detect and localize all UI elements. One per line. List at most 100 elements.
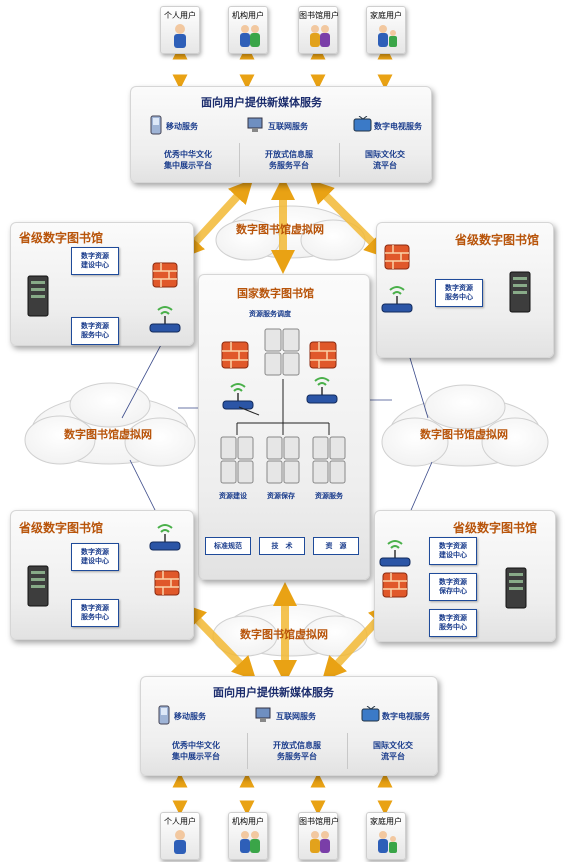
server-icon [509, 271, 531, 313]
cloud-label-right: 数字图书馆虚拟网 [420, 428, 508, 441]
firewall-icon [382, 572, 408, 598]
platform-info-service: 开放式信息服务服务平台 [273, 741, 321, 761]
user-label: 个人用户 [164, 817, 196, 826]
user-library-top: 图书馆用户 [298, 6, 339, 54]
platform-international: 国际文化交流平台 [373, 741, 413, 761]
center-build: 数字资源建设中心 [71, 247, 119, 275]
mobile-phone-icon [150, 115, 162, 135]
resource-button: 资 源 [313, 537, 359, 555]
server-icon [27, 565, 49, 607]
provincial-title: 省级数字图书馆 [453, 521, 538, 535]
computer-icon [255, 707, 271, 722]
wireless-router-icon [379, 540, 411, 567]
dispatch-label: 资源服务调度 [249, 310, 291, 318]
channel-internet: 互联网服务 [268, 122, 308, 131]
user-institution-bottom: 机构用户 [228, 812, 268, 860]
people-icon [240, 25, 260, 47]
person-icon [174, 830, 186, 854]
user-label: 机构用户 [232, 817, 264, 826]
people-icon [310, 831, 330, 853]
provincial-title: 省级数字图书馆 [19, 231, 104, 245]
user-family-bottom: 家庭用户 [366, 812, 406, 860]
computer-icon [247, 117, 263, 132]
cloud-label-bottom: 数字图书馆虚拟网 [240, 628, 328, 641]
user-arrows-top [172, 44, 393, 816]
channel-mobile: 移动服务 [174, 712, 206, 721]
channel-mobile: 移动服务 [166, 122, 198, 131]
people-icon [240, 831, 260, 853]
wireless-router-icon [149, 306, 181, 333]
person-icon [174, 24, 186, 48]
tv-icon [361, 706, 380, 722]
firewall-icon [384, 244, 410, 270]
center-build: 数字资源建设中心 [429, 537, 477, 565]
server-icon [505, 567, 527, 609]
service-title: 面向用户提供新媒体服务 [213, 686, 334, 699]
divider [339, 143, 340, 177]
service-arrows [179, 176, 394, 684]
mobile-phone-icon [158, 705, 170, 725]
center-save: 数字资源保存中心 [429, 573, 477, 601]
storage-servers-icon [220, 436, 254, 484]
national-library: 国家数字图书馆 资源服务调度 资源建设 资源保存 资源服务 标准规范 技 术 资… [198, 274, 370, 580]
cloud-left [24, 382, 196, 467]
family-icon [378, 831, 397, 853]
family-icon [378, 25, 397, 47]
firewall-icon [152, 262, 178, 288]
tv-icon [353, 116, 372, 132]
user-label: 家庭用户 [370, 817, 402, 826]
function-build: 资源建设 [219, 492, 247, 500]
storage-servers-icon [266, 436, 300, 484]
divider [347, 733, 348, 769]
storage-servers-icon [264, 328, 300, 376]
server-icon [27, 275, 49, 317]
national-internal-lines [236, 379, 330, 435]
national-title: 国家数字图书馆 [237, 287, 314, 300]
channel-tv: 数字电视服务 [382, 712, 430, 721]
divider [247, 733, 248, 769]
firewall-icon [221, 341, 249, 369]
channel-tv: 数字电视服务 [374, 122, 422, 131]
platform-info-service: 开放式信息服务服务平台 [265, 150, 313, 170]
user-individual-bottom: 个人用户 [160, 812, 200, 860]
center-service: 数字资源服务中心 [71, 599, 119, 627]
wireless-router-icon [306, 377, 338, 404]
cloud-label-left: 数字图书馆虚拟网 [64, 428, 152, 441]
platform-international: 国际文化交流平台 [365, 150, 405, 170]
standards-button: 标准规范 [205, 537, 251, 555]
center-service: 数字资源服务中心 [435, 279, 483, 307]
center-service: 数字资源服务中心 [429, 609, 477, 637]
provincial-library-bottom-right: 省级数字图书馆 数字资源建设中心 数字资源保存中心 数字资源服务中心 [374, 510, 556, 642]
platform-culture: 优秀中华文化集中展示平台 [164, 150, 212, 170]
user-label: 个人用户 [164, 11, 196, 20]
center-service: 数字资源服务中心 [71, 317, 119, 345]
firewall-icon [154, 570, 180, 596]
people-icon [310, 25, 330, 47]
provincial-title: 省级数字图书馆 [455, 233, 540, 247]
function-service: 资源服务 [315, 492, 343, 500]
user-label: 机构用户 [232, 11, 264, 20]
storage-servers-icon [312, 436, 346, 484]
cloud-label-top: 数字图书馆虚拟网 [236, 223, 324, 236]
channel-internet: 互联网服务 [276, 712, 316, 721]
user-individual-top: 个人用户 [160, 6, 200, 54]
divider [239, 143, 240, 177]
wireless-router-icon [222, 383, 254, 410]
user-family-top: 家庭用户 [366, 6, 406, 54]
function-save: 资源保存 [267, 492, 295, 500]
provincial-title: 省级数字图书馆 [19, 521, 104, 535]
service-title: 面向用户提供新媒体服务 [201, 96, 322, 109]
platform-culture: 优秀中华文化集中展示平台 [172, 741, 220, 761]
user-label: 图书馆用户 [299, 817, 339, 826]
wireless-router-icon [381, 286, 413, 313]
user-label: 图书馆用户 [299, 11, 339, 20]
technology-button: 技 术 [259, 537, 305, 555]
user-label: 家庭用户 [370, 11, 402, 20]
wireless-router-icon [149, 524, 181, 551]
service-box-top: 面向用户提供新媒体服务 移动服务 互联网服务 数字电视服务 优秀中华文化集中展示… [130, 86, 432, 183]
user-library-bottom: 图书馆用户 [298, 812, 339, 860]
user-institution-top: 机构用户 [228, 6, 268, 54]
firewall-icon [309, 341, 337, 369]
